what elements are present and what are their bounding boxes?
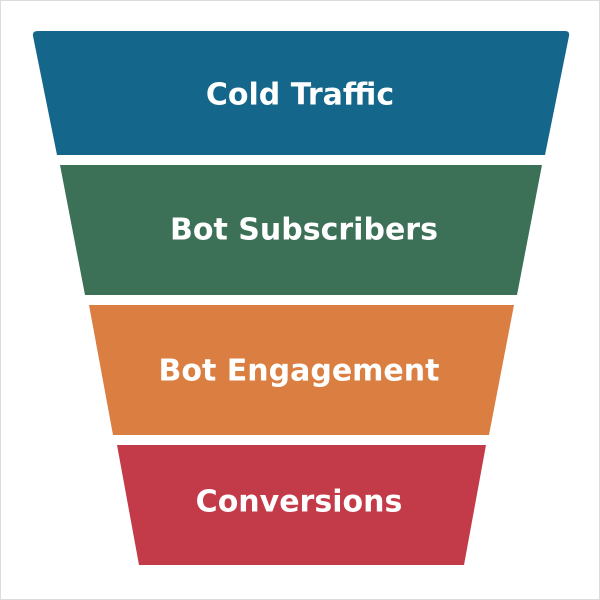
funnel-stage-label: Cold Traffic	[206, 78, 394, 113]
funnel-stage-conversions: Conversions	[117, 445, 486, 565]
funnel-stage-shape	[32, 31, 570, 155]
funnel-stage-bot-engagement: Bot Engagement	[89, 305, 514, 435]
funnel-stage-shape	[117, 445, 486, 565]
funnel-stage-shape	[89, 305, 514, 435]
funnel-stage-bot-subscribers: Bot Subscribers	[60, 165, 542, 295]
funnel-stage-label: Bot Subscribers	[170, 213, 438, 248]
funnel-stage-shape	[60, 165, 542, 295]
funnel-stage-label: Bot Engagement	[159, 354, 440, 389]
funnel-stage-label: Conversions	[196, 485, 403, 520]
funnel-stage-cold-traffic: Cold Traffic	[32, 31, 570, 155]
